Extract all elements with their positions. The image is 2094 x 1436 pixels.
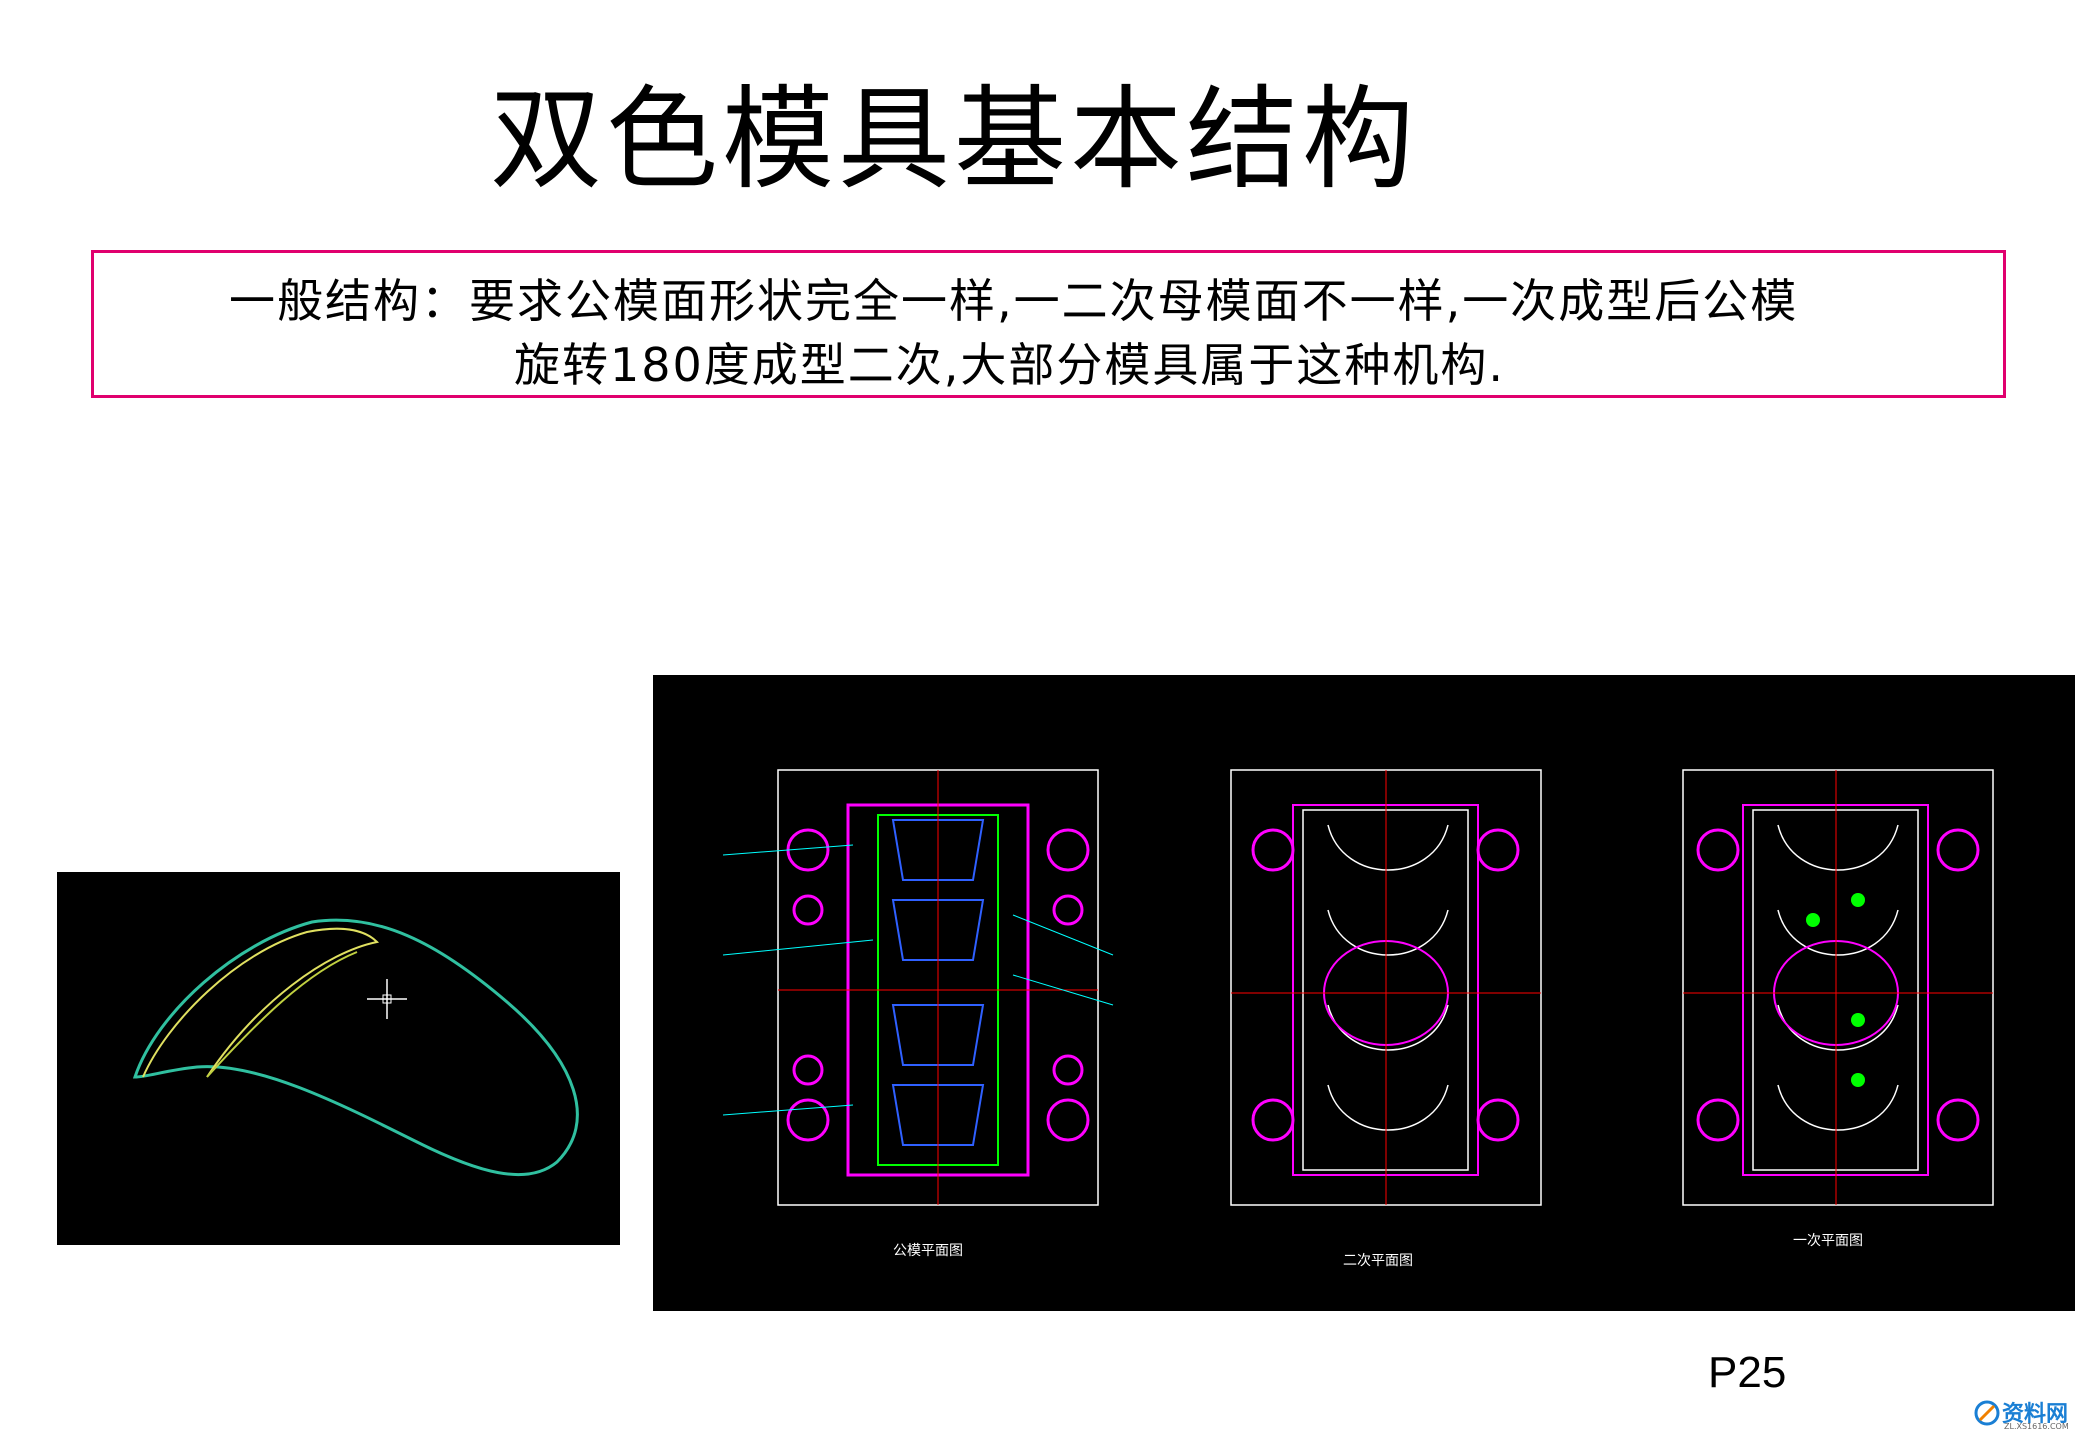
page-number: P25	[1708, 1348, 1787, 1397]
plan-label-3: 一次平面图	[1793, 1233, 1863, 1249]
core-plate-plan: 公模平面图	[722, 769, 1114, 1259]
slide-title: 双色模具基本结构	[490, 75, 1418, 205]
second-shot-plan: 二次平面图	[1230, 769, 1542, 1269]
plan-label-2: 二次平面图	[1343, 1253, 1413, 1269]
watermark-logo: 资料网 ZL.XS1616.COM	[1972, 1392, 2094, 1436]
mold-plan-drawings: 公模平面图 二次平面图	[653, 675, 2075, 1311]
watermark-text: 资料网	[2002, 1402, 2069, 1427]
description-line-2: 旋转180度成型二次,大部分模具属于这种机构.	[514, 338, 1506, 392]
watermark-subtext: ZL.XS1616.COM	[2004, 1422, 2069, 1431]
description-box: 一般结构：要求公模面形状完全一样,一二次母模面不一样,一次成型后公模 旋转180…	[91, 250, 2006, 398]
plan-label-1: 公模平面图	[893, 1243, 963, 1259]
first-shot-plan: 一次平面图	[1682, 769, 1994, 1249]
description-line-1: 一般结构：要求公模面形状完全一样,一二次母模面不一样,一次成型后公模	[229, 274, 1799, 328]
product-outline-drawing	[57, 872, 620, 1245]
